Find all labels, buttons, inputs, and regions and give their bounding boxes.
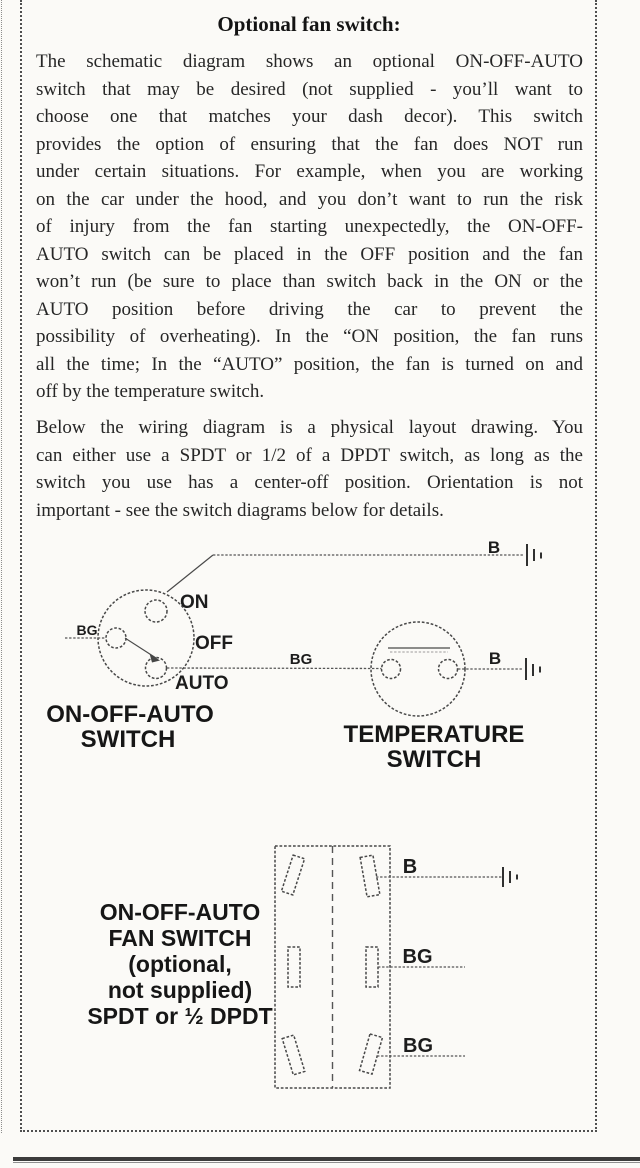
terminal-bottom-right bbox=[358, 1033, 384, 1075]
body-line: under certain situations. For example, w… bbox=[36, 161, 583, 182]
wiring-diagram: BG ON OFF AUTO B BG B ON-OFF-AUTO SWITCH… bbox=[46, 538, 542, 773]
body-line: important - see the switch diagrams belo… bbox=[36, 499, 444, 521]
layout-caption-line: not supplied) bbox=[107, 977, 253, 1003]
wire-label-b: B bbox=[403, 856, 417, 878]
body-line: Below the wiring diagram is a physical l… bbox=[36, 417, 583, 438]
terminal-mid-right bbox=[365, 946, 379, 988]
wire-auto-to-temp bbox=[166, 667, 382, 670]
body-line: switch you use has a center-off position… bbox=[36, 472, 583, 493]
page-bottom-rule bbox=[13, 1157, 640, 1161]
switch-caption-line1: ON-OFF-AUTO bbox=[46, 701, 214, 728]
wiper-arrow-icon bbox=[149, 653, 160, 663]
terminal-auto bbox=[144, 656, 168, 680]
layout-caption-line: SPDT or ½ DPDT bbox=[87, 1003, 273, 1029]
paragraph-1: The schematic diagram shows an optional … bbox=[36, 48, 583, 406]
body-line: off by the temperature switch. bbox=[36, 381, 265, 402]
terminal-on bbox=[144, 599, 168, 623]
wire-label-b-right: B bbox=[489, 649, 501, 668]
body-line: of injury from the fan starting unexpect… bbox=[36, 216, 583, 237]
switch-body-outline bbox=[274, 845, 391, 1089]
paragraph-2: Below the wiring diagram is a physical l… bbox=[36, 414, 583, 524]
content-box-border-right bbox=[595, 0, 597, 1132]
wire-label-bg-bottom: BG bbox=[403, 1035, 433, 1057]
ground-icon bbox=[525, 658, 541, 680]
temp-terminal-right bbox=[437, 658, 459, 680]
wire-label-bg-mid: BG bbox=[403, 946, 433, 968]
terminal-mid-left bbox=[287, 946, 301, 988]
body-line: possibility of overheating). In the “ON … bbox=[36, 326, 583, 347]
page-bottom-rule-shadow bbox=[13, 1162, 640, 1163]
temp-caption-line2: SWITCH bbox=[387, 746, 482, 773]
layout-caption-line: ON-OFF-AUTO bbox=[99, 899, 261, 925]
scan-edge-line bbox=[1, 0, 2, 1133]
temp-terminal-left bbox=[380, 658, 402, 680]
ground-icon bbox=[526, 544, 542, 566]
terminal-top-right bbox=[359, 854, 381, 898]
layout-caption-line: (optional, bbox=[128, 951, 232, 977]
body-line: on the car under the hood, and you don’t… bbox=[36, 188, 583, 210]
temp-switch-body-circle bbox=[370, 621, 466, 717]
wire-label-b-top: B bbox=[488, 538, 500, 557]
body-line: AUTO switch can be placed in the OFF pos… bbox=[36, 243, 583, 265]
switch-caption-line2: SWITCH bbox=[81, 726, 176, 753]
layout-caption: ON-OFF-AUTO FAN SWITCH (optional, not su… bbox=[80, 899, 280, 1029]
layout-caption-line: FAN SWITCH bbox=[108, 925, 252, 951]
wire-label-bg-left: BG bbox=[77, 622, 98, 638]
body-line: choose one that matches your dash decor)… bbox=[36, 106, 583, 127]
switch-body-rect bbox=[274, 845, 391, 1089]
body-line: switch that may be desired (not supplied… bbox=[36, 78, 583, 100]
content-box-border-left bbox=[20, 0, 22, 1132]
terminal-bottom-left bbox=[281, 1034, 306, 1076]
section-title: Optional fan switch: bbox=[217, 12, 401, 36]
wire-label-bg-mid: BG bbox=[290, 651, 313, 668]
content-box-border-bottom bbox=[20, 1130, 597, 1132]
position-label-off: OFF bbox=[195, 633, 233, 654]
terminal-top-left bbox=[280, 854, 306, 896]
temperature-switch-symbol bbox=[370, 621, 466, 717]
ground-icon bbox=[502, 867, 518, 887]
body-line: AUTO position before driving the car to … bbox=[36, 298, 583, 320]
temp-caption-line1: TEMPERATURE bbox=[344, 721, 525, 748]
wire-on-diagonal bbox=[166, 554, 214, 593]
body-line: all the time; In the “AUTO” position, th… bbox=[36, 353, 583, 375]
terminal-common bbox=[105, 627, 127, 649]
layout-diagram: B BG BG bbox=[274, 845, 518, 1089]
position-label-on: ON bbox=[180, 592, 209, 613]
position-label-auto: AUTO bbox=[175, 673, 228, 694]
body-line: The schematic diagram shows an optional … bbox=[36, 51, 583, 72]
body-line: won’t run (be sure to place than switch … bbox=[36, 271, 583, 292]
body-line: provides the option of ensuring that the… bbox=[36, 133, 583, 155]
body-line: can either use a SPDT or 1/2 of a DPDT s… bbox=[36, 444, 583, 466]
